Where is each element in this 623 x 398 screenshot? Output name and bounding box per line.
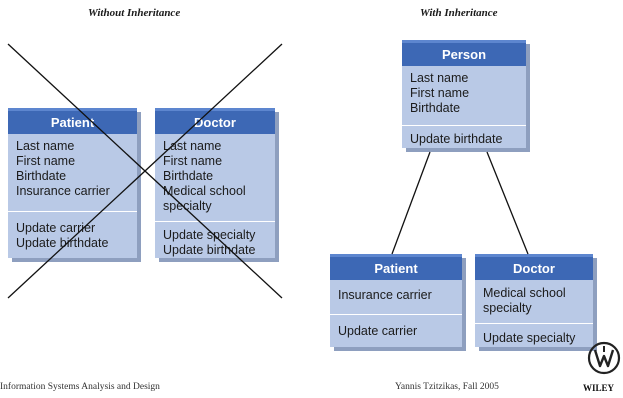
class-box-doctor-with: Doctor Medical school specialty Update s… bbox=[475, 254, 593, 347]
class-name: Patient bbox=[8, 108, 137, 134]
attribute: Medical school bbox=[483, 286, 566, 300]
operations-section: Update specialty bbox=[475, 324, 593, 351]
attributes-section: Last name First name Birthdate bbox=[402, 66, 526, 121]
heading-with-inheritance: With Inheritance bbox=[420, 7, 498, 19]
class-name: Doctor bbox=[475, 254, 593, 280]
inheritance-line-patient bbox=[391, 151, 431, 255]
class-box-doctor-without: Doctor Last name First name Birthdate Me… bbox=[155, 108, 275, 258]
cross-line-2 bbox=[7, 43, 283, 299]
inheritance-line-doctor bbox=[486, 151, 529, 255]
operations-section: Update carrier Update birthdate bbox=[8, 212, 137, 256]
attribute: Last name bbox=[410, 71, 469, 85]
attribute: Medical school bbox=[163, 184, 246, 198]
operation: Update carrier bbox=[16, 221, 96, 235]
attribute: First name bbox=[410, 86, 470, 100]
attributes-section: Last name First name Birthdate Medical s… bbox=[155, 134, 275, 219]
class-box-patient-without: Patient Last name First name Birthdate I… bbox=[8, 108, 137, 258]
attribute: Last name bbox=[16, 139, 75, 153]
section-divider bbox=[475, 323, 593, 324]
attribute: specialty bbox=[163, 199, 212, 213]
footer-author: Yannis Tzitzikas, Fall 2005 bbox=[395, 382, 499, 392]
operation: Update specialty bbox=[163, 228, 256, 242]
wiley-logo-text: WILEY bbox=[583, 383, 615, 393]
attribute: Insurance carrier bbox=[338, 288, 432, 302]
footer-course-title: Information Systems Analysis and Design bbox=[0, 382, 160, 392]
section-divider bbox=[402, 125, 526, 126]
operation: Update birthdate bbox=[163, 243, 256, 257]
attribute: First name bbox=[163, 154, 223, 168]
operation: Update birthdate bbox=[16, 236, 109, 250]
operations-section: Update specialty Update birthdate bbox=[155, 222, 275, 263]
attribute: specialty bbox=[483, 301, 532, 315]
class-box-patient-with: Patient Insurance carrier Update carrier bbox=[330, 254, 462, 347]
heading-without-inheritance: Without Inheritance bbox=[88, 7, 181, 19]
section-divider bbox=[8, 211, 137, 212]
wiley-logo-icon bbox=[587, 341, 621, 375]
operation: Update carrier bbox=[338, 324, 418, 338]
class-box-person: Person Last name First name Birthdate Up… bbox=[402, 40, 526, 148]
attributes-section: Last name First name Birthdate Insurance… bbox=[8, 134, 137, 204]
class-name: Person bbox=[402, 40, 526, 66]
attribute: Birthdate bbox=[410, 101, 461, 115]
operation: Update birthdate bbox=[410, 132, 503, 146]
attributes-section: Medical school specialty bbox=[475, 280, 593, 321]
class-name: Doctor bbox=[155, 108, 275, 134]
attribute: Insurance carrier bbox=[16, 184, 110, 198]
operation: Update specialty bbox=[483, 331, 576, 345]
attribute: Birthdate bbox=[16, 169, 67, 183]
attributes-section: Insurance carrier bbox=[330, 280, 462, 308]
section-divider bbox=[155, 221, 275, 222]
section-divider bbox=[330, 314, 462, 315]
operations-section: Update carrier bbox=[330, 315, 462, 344]
attribute: Birthdate bbox=[163, 169, 214, 183]
operations-section: Update birthdate bbox=[402, 126, 526, 152]
attribute: Last name bbox=[163, 139, 222, 153]
attribute: First name bbox=[16, 154, 76, 168]
class-name: Patient bbox=[330, 254, 462, 280]
